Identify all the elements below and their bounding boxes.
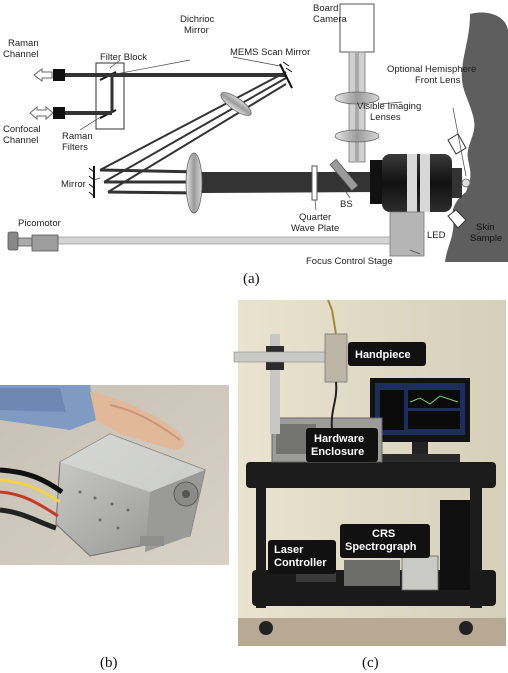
caption-c: (c) xyxy=(362,655,379,671)
objective-lens xyxy=(370,154,471,212)
led-top xyxy=(447,133,467,155)
handpiece-label-box xyxy=(348,342,426,366)
cart-top-shelf xyxy=(246,462,496,488)
crs-spectrograph xyxy=(401,555,439,591)
laser-controller-label-box xyxy=(268,540,336,574)
focus-control-stage xyxy=(389,211,425,257)
label-bs: BS xyxy=(340,199,353,210)
label-mems-scan-mirror: MEMS Scan Mirror xyxy=(230,47,310,58)
led-bottom xyxy=(447,209,467,229)
handpiece-arm xyxy=(233,351,341,363)
picomotor-knob xyxy=(7,231,19,251)
raman-detector xyxy=(53,69,65,81)
filter-block xyxy=(95,62,125,130)
relay-lens-tilted xyxy=(220,92,252,116)
handpiece-photo xyxy=(324,333,348,383)
label-led: LED xyxy=(427,230,446,241)
picomotor-body xyxy=(31,234,59,252)
label-mirror: Mirror xyxy=(61,179,86,190)
label-picomotor: Picomotor xyxy=(18,218,61,229)
quarter-wave-plate xyxy=(311,165,318,201)
board-camera xyxy=(339,3,375,53)
hardware-enclosure-label-box xyxy=(306,428,378,462)
visible-imaging-lens-2 xyxy=(334,129,380,143)
crs-spectrograph-label-box xyxy=(340,524,430,558)
confocal-detector xyxy=(53,107,65,119)
beam-splitter xyxy=(329,158,359,192)
skin-sample-shape xyxy=(445,12,508,262)
mems-scan-mirror xyxy=(279,63,293,89)
caption-a: (a) xyxy=(243,271,260,287)
photo-b-handheld-probe: (b) xyxy=(0,385,229,671)
stage-rod xyxy=(57,236,391,245)
probe-cables xyxy=(0,467,64,495)
handpiece-label: Handpiece xyxy=(355,349,411,361)
label-focus-control-stage: Focus Control Stage xyxy=(306,256,393,267)
raman-channel-arrow xyxy=(33,68,53,82)
main-lens xyxy=(185,152,203,214)
caption-b: (b) xyxy=(100,655,118,671)
confocal-channel-arrow xyxy=(29,105,54,121)
label-filter-block: Filter Block xyxy=(100,52,147,63)
visible-imaging-lens-1 xyxy=(334,91,380,105)
